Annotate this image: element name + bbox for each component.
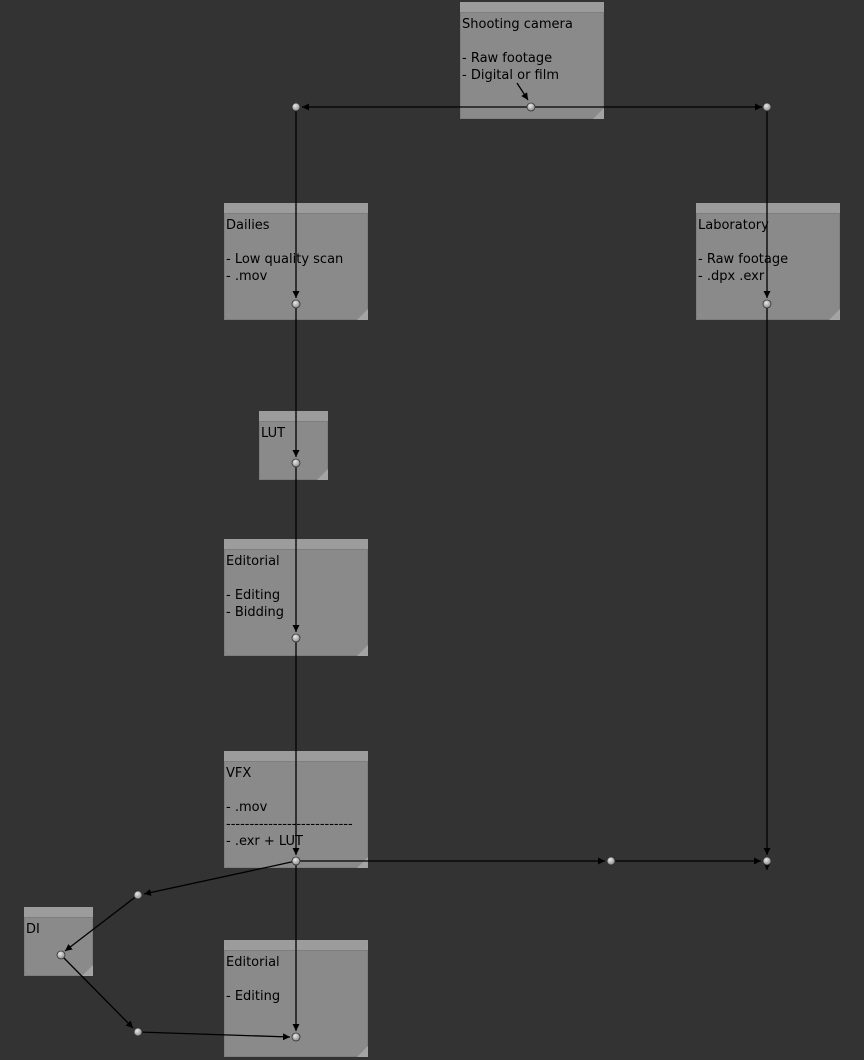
node-editorial-2-label: Editorial - Editing xyxy=(226,955,281,1004)
edge-vfx-to-di-dot xyxy=(143,860,297,896)
dot-laboratory[interactable] xyxy=(762,299,772,309)
dot-lut[interactable] xyxy=(291,458,301,468)
dot-camera[interactable] xyxy=(526,102,536,112)
node-di-label: DI xyxy=(26,922,40,937)
edge-di-to-lower-dot xyxy=(60,954,134,1029)
dot-mid[interactable] xyxy=(606,856,616,866)
node-editorial-1-label: Editorial - Editing - Bidding xyxy=(226,554,284,620)
edge-label-to-camera-dot xyxy=(516,82,529,101)
node-vfx-label: VFX - .mov --------------------------- -… xyxy=(226,766,353,849)
node-di[interactable]: DI xyxy=(24,907,93,976)
node-laboratory-label: Laboratory - Raw footage - .dpx .exr xyxy=(698,218,789,284)
node-lut-label: LUT xyxy=(261,426,286,441)
edge-di-dot-to-di xyxy=(64,894,139,952)
dot-top-right[interactable] xyxy=(762,102,772,112)
node-shooting-camera-label: Shooting camera - Raw footage - Digital … xyxy=(462,17,573,83)
dot-di-upper[interactable] xyxy=(133,890,143,900)
dot-dailies[interactable] xyxy=(291,299,301,309)
dot-top-left[interactable] xyxy=(291,102,301,112)
node-shooting-camera[interactable]: Shooting camera - Raw footage - Digital … xyxy=(460,2,604,119)
dot-editorial-1[interactable] xyxy=(291,633,301,643)
dot-vfx[interactable] xyxy=(291,856,301,866)
dot-merge[interactable] xyxy=(762,856,772,866)
dot-di[interactable] xyxy=(56,950,66,960)
node-lut[interactable]: LUT xyxy=(259,411,328,480)
dot-editorial-2[interactable] xyxy=(291,1032,301,1042)
edge-lower-dot-to-editorial-2 xyxy=(137,1031,291,1041)
node-dailies-label: Dailies - Low quality scan - .mov xyxy=(226,218,344,284)
dot-di-lower[interactable] xyxy=(133,1027,143,1037)
